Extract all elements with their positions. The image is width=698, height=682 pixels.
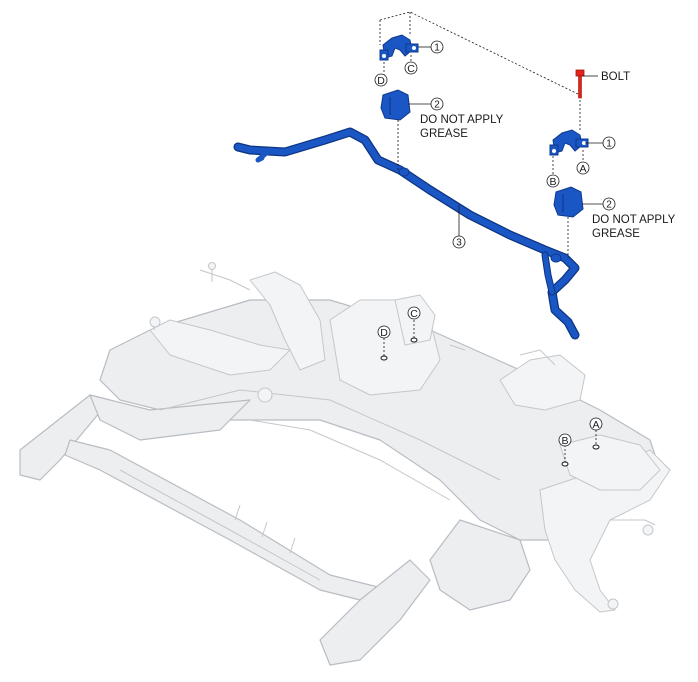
ref-D-upper: D <box>374 73 388 87</box>
ref-A-upper-text: A <box>579 163 586 175</box>
ref-D-upper-text: D <box>377 75 385 87</box>
callout-1-right-text: 1 <box>606 139 612 150</box>
assembly-guide-lines <box>379 11 597 462</box>
callout-2-right: 2 <box>602 197 616 211</box>
ref-B-lower: B <box>558 433 572 447</box>
ref-D-lower-text: D <box>380 327 388 339</box>
grease-note-right-line1: DO NOT APPLY <box>592 214 676 226</box>
front-crossmember <box>19 262 671 666</box>
ref-C-upper: C <box>404 61 418 75</box>
ref-C-upper-text: C <box>407 63 415 75</box>
ref-C-lower-text: C <box>410 308 418 320</box>
ref-A-upper: A <box>576 161 590 175</box>
bolt-icon <box>575 69 585 99</box>
callout-3: 3 <box>452 235 466 249</box>
ref-D-lower: D <box>377 325 391 339</box>
callout-2-left-text: 2 <box>434 100 440 111</box>
right-stabilizer-bracket <box>549 129 589 156</box>
callout-3-text: 3 <box>456 238 462 249</box>
ref-A-lower-text: A <box>592 419 599 431</box>
ref-C-lower: C <box>407 306 421 320</box>
ref-B-upper-text: B <box>549 176 556 188</box>
stabilizer-bar <box>233 127 580 340</box>
left-stabilizer-bracket <box>379 34 419 61</box>
grease-note-right-line2: GREASE <box>592 228 640 240</box>
ref-B-upper: B <box>546 174 560 188</box>
callout-2-right-text: 2 <box>606 200 612 211</box>
right-stabilizer-bushing <box>553 186 584 218</box>
callout-1-left-text: 1 <box>434 43 440 54</box>
callout-2-left: 2 <box>430 97 444 111</box>
callout-leaders <box>408 46 603 236</box>
mount-holes <box>380 337 600 467</box>
grease-note-left-line2: GREASE <box>420 128 468 140</box>
callout-1-right: 1 <box>602 136 616 150</box>
bolt-label: BOLT <box>601 71 630 83</box>
left-stabilizer-bushing <box>380 89 411 121</box>
ref-B-lower-text: B <box>561 435 568 447</box>
ref-A-lower: A <box>589 417 603 431</box>
callout-1-left: 1 <box>430 40 444 54</box>
grease-note-left-line1: DO NOT APPLY <box>420 114 504 126</box>
